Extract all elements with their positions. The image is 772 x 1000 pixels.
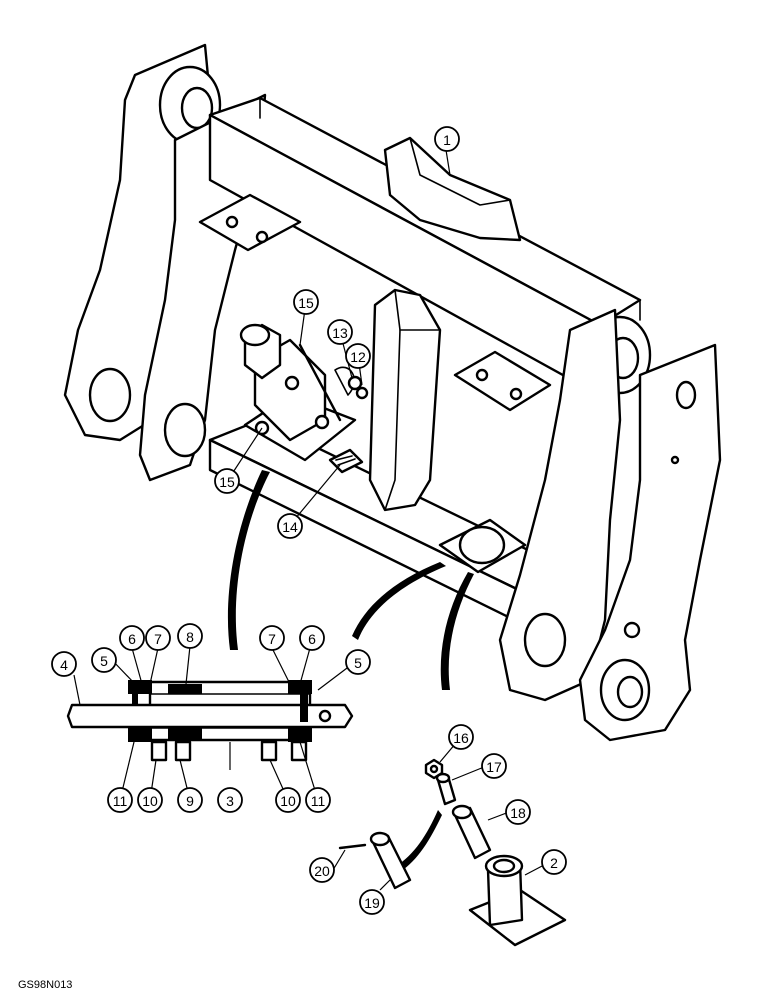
callout-13: 13 — [327, 319, 353, 345]
callout-18-label: 18 — [510, 805, 526, 821]
callout-14: 14 — [277, 513, 303, 539]
callout-11-right: 11 — [305, 787, 331, 813]
callout-9: 9 — [177, 787, 203, 813]
callout-8-label: 8 — [186, 629, 194, 645]
right-bracket — [453, 350, 552, 412]
callout-5-left-label: 5 — [100, 653, 108, 669]
right-inner-arm-hole — [523, 612, 567, 668]
callout-10-right-label: 10 — [280, 793, 296, 809]
callout-16: 16 — [448, 724, 474, 750]
callout-15-bottom: 15 — [214, 468, 240, 494]
callout-11-right-label: 11 — [311, 793, 326, 809]
leader-wedge-pin — [396, 810, 442, 872]
callout-12: 12 — [345, 343, 371, 369]
callout-3-label: 3 — [226, 793, 234, 809]
callout-5-right: 5 — [345, 649, 371, 675]
upper-left-bracket — [198, 193, 302, 252]
callout-6-right: 6 — [299, 625, 325, 651]
loader-frame-assembly — [63, 43, 722, 742]
callout-19: 19 — [359, 889, 385, 915]
pivot-pin-section — [66, 680, 354, 762]
callout-20: 20 — [309, 857, 335, 883]
callout-13-label: 13 — [332, 325, 348, 341]
callout-17-label: 17 — [486, 759, 502, 775]
callout-16-label: 16 — [453, 730, 469, 746]
callout-11-left-label: 11 — [113, 793, 128, 809]
loose-parts — [338, 758, 567, 947]
leader-wedge-mid — [352, 562, 446, 640]
top-pad — [383, 136, 522, 242]
callout-7-left: 7 — [145, 625, 171, 651]
center-post — [368, 288, 442, 512]
right-outer-arm — [578, 343, 722, 742]
callout-7-right-label: 7 — [268, 631, 276, 647]
callout-18: 18 — [505, 799, 531, 825]
callout-3: 3 — [217, 787, 243, 813]
callout-10-right: 10 — [275, 787, 301, 813]
cotter-pin — [338, 843, 367, 850]
callout-6-left: 6 — [119, 625, 145, 651]
callout-1-label: 1 — [443, 132, 451, 148]
callout-7-left-label: 7 — [154, 631, 162, 647]
callout-2: 2 — [541, 849, 567, 875]
callout-15-top-label: 15 — [298, 295, 314, 311]
leader-wedge-left — [227, 470, 270, 650]
pivot-pin — [66, 703, 354, 729]
callout-15-top: 15 — [293, 289, 319, 315]
callout-4-label: 4 — [60, 657, 68, 673]
callout-20-label: 20 — [314, 863, 330, 879]
left-inner-arm-hole — [163, 402, 207, 458]
right-inner-arm — [498, 308, 622, 702]
left-outer-arm-hole — [88, 367, 132, 423]
figure-code: GS98N013 — [18, 979, 72, 991]
callout-9-label: 9 — [186, 793, 194, 809]
leader-wedge-right — [440, 572, 474, 690]
callout-15-bottom-label: 15 — [219, 474, 235, 490]
callout-1: 1 — [434, 126, 460, 152]
callout-10-left-label: 10 — [142, 793, 158, 809]
callout-14-label: 14 — [282, 519, 298, 535]
callout-2-label: 2 — [550, 855, 558, 871]
callout-19-label: 19 — [364, 895, 380, 911]
callout-17: 17 — [481, 753, 507, 779]
callout-6-right-label: 6 — [308, 631, 316, 647]
callout-11-left: 11 — [107, 787, 133, 813]
callout-4: 4 — [51, 651, 77, 677]
callout-8: 8 — [177, 623, 203, 649]
callout-7-right: 7 — [259, 625, 285, 651]
callout-12-label: 12 — [350, 349, 366, 365]
callout-5-right-label: 5 — [354, 655, 362, 671]
callout-10-left: 10 — [137, 787, 163, 813]
callout-5-left: 5 — [91, 647, 117, 673]
callout-6-left-label: 6 — [128, 631, 136, 647]
